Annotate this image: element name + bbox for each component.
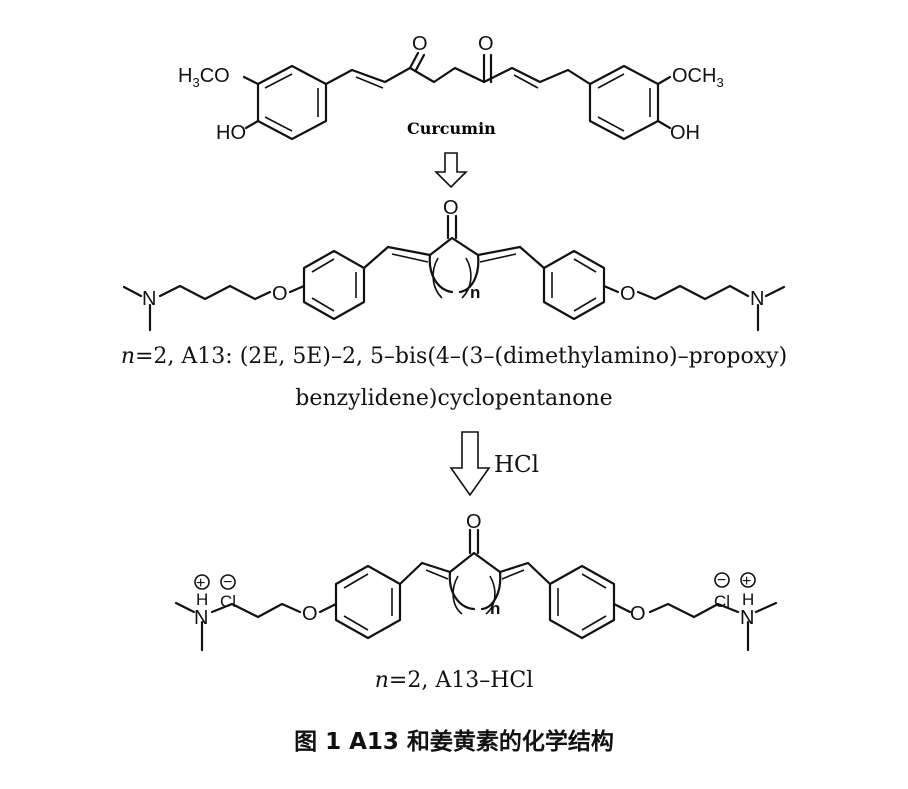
ether-o-left: O — [302, 603, 318, 625]
minus-charge-right: − — [717, 572, 726, 589]
ring-size-n: n — [470, 283, 480, 302]
left-methoxy-label: H3CO — [178, 65, 230, 90]
ring-size-n: n — [490, 599, 500, 618]
carbonyl-oxygen: O — [443, 197, 459, 219]
a13-hcl-caption: n=2, A13–HCl — [0, 668, 908, 693]
carbonyl-oxygen-1: O — [412, 33, 428, 55]
chloride-left: Cl — [220, 592, 236, 611]
reaction-arrow-1 — [434, 152, 468, 189]
ether-o-left: O — [272, 283, 288, 305]
amine-n-left: N — [142, 288, 156, 310]
left-hydroxy-label: HO — [216, 122, 246, 144]
ether-o-right: O — [620, 283, 636, 305]
carbonyl-oxygen: O — [466, 511, 482, 533]
amine-n-left: N — [194, 607, 208, 629]
amine-h-right: H — [742, 590, 754, 609]
caption-variable: n — [120, 344, 135, 369]
curcumin-name-label: Curcumin — [407, 119, 496, 138]
amine-h-left: H — [196, 590, 208, 609]
a13-caption-line2: benzylidene)cyclopentanone — [295, 386, 613, 411]
a13-structure: N O O n O N — [122, 197, 786, 332]
figure-title: 图 1 A13 和姜黄素的化学结构 — [294, 729, 614, 755]
plus-charge-left: + — [196, 575, 205, 592]
right-hydroxy-label: OH — [670, 122, 700, 144]
reaction-scheme: H3CO HO O O OCH3 OH Curcumin — [122, 33, 786, 652]
caption-variable: n — [374, 668, 389, 693]
a13-caption-line1: n=2, A13: (2E, 5E)–2, 5–bis(4–(3–(dimeth… — [0, 344, 908, 369]
curcumin-structure: H3CO HO O O OCH3 OH Curcumin — [178, 33, 724, 144]
ether-o-right: O — [630, 603, 646, 625]
carbonyl-oxygen-2: O — [478, 33, 494, 55]
reaction-arrow-2 — [449, 431, 491, 497]
reagent-label: HCl — [494, 452, 540, 478]
caption-text: =2, A13–HCl — [388, 668, 534, 693]
plus-charge-right: + — [742, 573, 751, 590]
caption-text: =2, A13: (2E, 5E)–2, 5–bis(4–(3–(dimethy… — [134, 344, 788, 369]
amine-n-right: N — [740, 607, 754, 629]
amine-n-right: N — [750, 288, 764, 310]
right-methoxy-label: OCH3 — [672, 65, 724, 90]
a13-hcl-structure: + − − + H N Cl O O n O Cl H N — [174, 511, 778, 652]
minus-charge-left: − — [223, 574, 232, 591]
chloride-right: Cl — [714, 592, 730, 611]
